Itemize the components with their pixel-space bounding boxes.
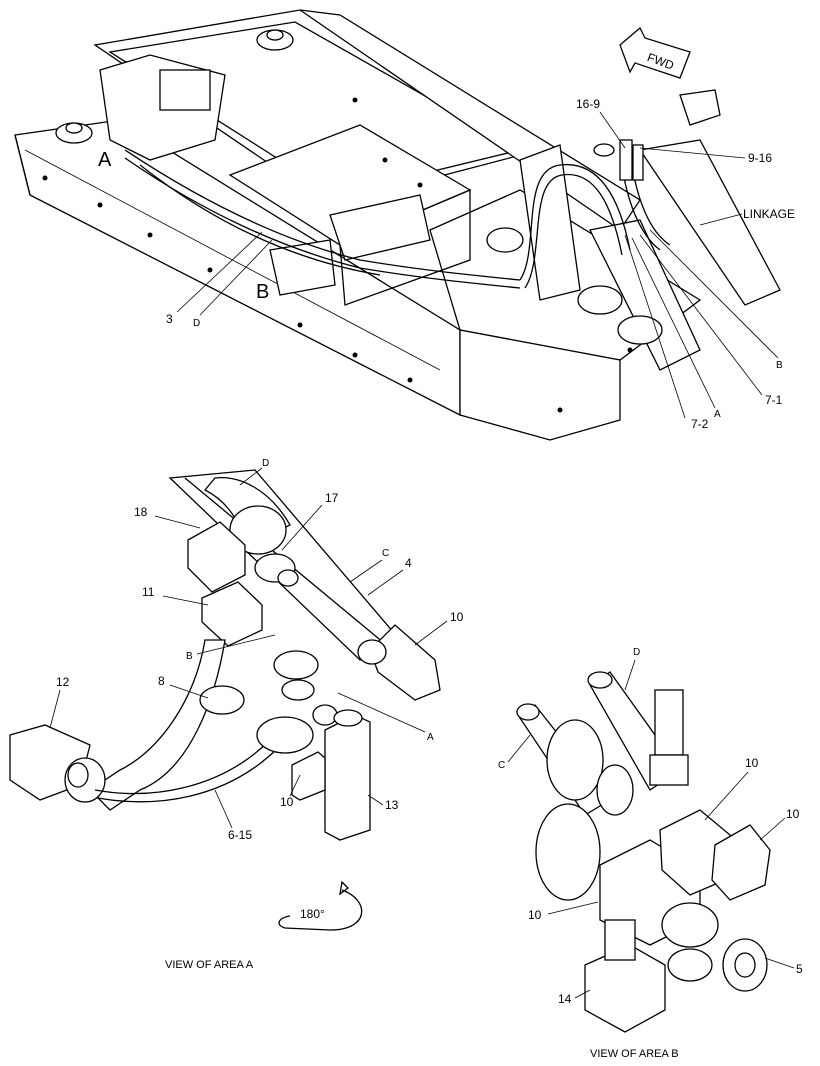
view-area-b-callouts: D C 10 10 10 5 14 VIEW OF AREA B <box>498 647 803 1060</box>
callout-a-12: 12 <box>56 675 70 689</box>
view-b-caption: VIEW OF AREA B <box>590 1048 679 1060</box>
view-area-b <box>516 671 771 1033</box>
callout-a-d: D <box>262 458 269 469</box>
callout-a-c: C <box>382 548 389 559</box>
callout-b-5: 5 <box>796 962 803 976</box>
forward-arrow-icon: FWD <box>619 26 691 79</box>
callout-b: B <box>776 360 783 371</box>
callout-a-10-lower: 10 <box>280 795 294 809</box>
callout-a-18: 18 <box>134 505 148 519</box>
view-area-a-callouts: D 17 18 C 4 11 10 B 12 8 A 10 13 6-15 VI… <box>49 458 464 971</box>
callout-b-10-right: 10 <box>786 807 800 821</box>
view-b-marker: B <box>256 281 269 303</box>
callout-7-2: 7-2 <box>691 417 709 431</box>
view-a-marker: A <box>98 149 112 171</box>
callout-a-11: 11 <box>142 585 155 599</box>
callout-a-a: A <box>427 732 434 743</box>
callout-a-b: B <box>186 651 193 662</box>
callout-a-4: 4 <box>405 556 412 570</box>
view-area-a: 180° <box>9 469 441 931</box>
callout-linkage: LINKAGE <box>743 207 795 221</box>
callout-a-17: 17 <box>325 491 339 505</box>
callout-9-16: 9-16 <box>748 151 772 165</box>
callout-a-8: 8 <box>158 674 165 688</box>
view-a-caption: VIEW OF AREA A <box>165 959 254 971</box>
rotation-label: 180° <box>300 907 325 921</box>
callout-16-9: 16-9 <box>576 97 600 111</box>
callout-3: 3 <box>166 312 173 326</box>
callout-b-c: C <box>498 760 505 771</box>
callout-7-1: 7-1 <box>765 393 783 407</box>
callout-b-14: 14 <box>558 992 572 1006</box>
rotation-arrow-icon: 180° <box>278 880 363 931</box>
callout-a-6-15: 6-15 <box>228 828 252 842</box>
callout-b-10-top: 10 <box>745 756 759 770</box>
callout-b-10-left: 10 <box>528 908 542 922</box>
callout-d: D <box>193 318 200 329</box>
frame-holes <box>42 97 633 413</box>
callout-a-10-upper: 10 <box>450 610 464 624</box>
callout-a: A <box>714 409 721 420</box>
main-view-frame <box>14 9 781 441</box>
main-view-callouts: A B 16-9 9-16 LINKAGE B 7-1 A 7-2 3 D <box>98 97 795 431</box>
callout-b-d: D <box>633 647 640 658</box>
callout-a-13: 13 <box>385 798 399 812</box>
